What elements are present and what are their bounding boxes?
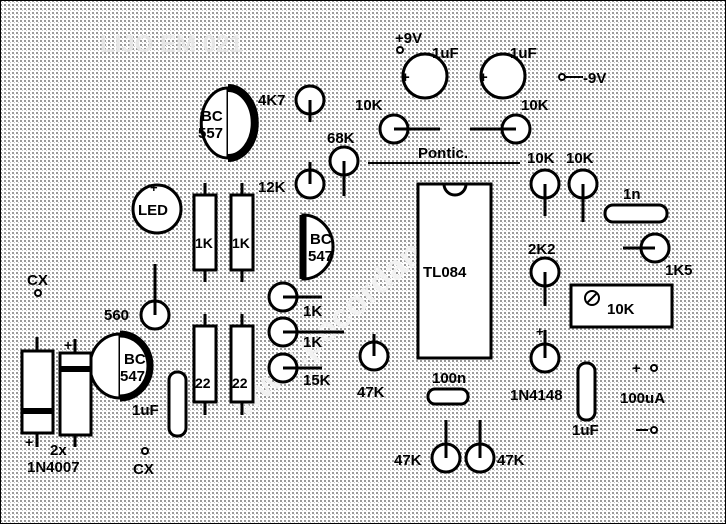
resistor-1k-b (229, 193, 255, 272)
svg-text:+: + (64, 337, 72, 353)
resistor-1k-a-label: 1K (195, 235, 213, 251)
transistor-bc547-a (301, 213, 335, 281)
minus-9v-label: -9V (583, 70, 606, 87)
resistor-10k-c-label: 10K (527, 150, 555, 167)
diode-1n4007-a (20, 349, 55, 435)
ic-tl084-label: TL084 (423, 264, 467, 281)
cap-100n (426, 387, 470, 406)
svg-text:+: + (401, 69, 410, 86)
diode-1n4007-label: 1N4007 (27, 459, 80, 476)
cap-1uf-right (479, 52, 527, 100)
resistor-2k2-label: 2K2 (528, 241, 556, 258)
resistor-4k7-label: 4K7 (258, 92, 286, 109)
bc557-label-1: BC (201, 108, 223, 125)
diode-count-label: 2x (50, 442, 67, 459)
svg-text:+: + (150, 180, 158, 195)
resistor-47k-c-label: 47K (497, 452, 525, 469)
cx-bottom-pad (141, 447, 149, 455)
meter-plus-pad (650, 364, 658, 372)
trimmer-10k-label: 10K (607, 301, 635, 318)
plus-9v-label: +9V (395, 30, 422, 47)
resistor-1k5-label: 1K5 (665, 262, 693, 279)
cx-top-label: CX (27, 272, 48, 289)
resistor-10k-d-label: 10K (566, 150, 594, 167)
resistor-10k-a-label: 10K (355, 97, 383, 114)
diode-1n4148-label: 1N4148 (510, 387, 563, 404)
cap-1uf-lower-label: 1uF (132, 402, 159, 419)
bc547a-label-2: 547 (308, 248, 333, 265)
meter-plus: + (632, 360, 641, 377)
ic-tl084 (416, 182, 493, 360)
resistor-12k-label: 12K (258, 179, 286, 196)
plus-9v-pad (396, 46, 404, 54)
bc547b-label-1: BC (124, 351, 146, 368)
meter-label: 100uA (620, 390, 665, 407)
cap-1n (603, 203, 669, 224)
resistor-560-label: 560 (104, 307, 129, 324)
cap-1uf-left-label: 1uF (432, 45, 459, 62)
led (131, 183, 183, 235)
minus-9v-pad (558, 73, 566, 81)
resistor-47k-b-label: 47K (394, 452, 422, 469)
svg-text:+: + (25, 434, 33, 450)
resistor-1k-h1-label: 1K (303, 303, 322, 320)
cap-1uf-lower (167, 370, 188, 438)
resistor-15k-label: 15K (303, 372, 331, 389)
svg-text:+: + (479, 69, 488, 86)
cx-top-pad (34, 289, 42, 297)
cap-1uf-right-label: 1uF (510, 45, 537, 62)
cap-100n-label: 100n (432, 370, 466, 387)
resistor-22-b-label: 22 (232, 375, 248, 391)
transistor-bc557 (199, 86, 230, 160)
bc547b-label-2: 547 (120, 368, 145, 385)
board-marking: LIJO EM 021 (100, 31, 243, 58)
resistor-22-a-label: 22 (195, 375, 211, 391)
bc557-label-2: 557 (198, 125, 223, 142)
resistor-1k-a (192, 193, 218, 272)
resistor-68k-label: 68K (327, 130, 355, 147)
meter-minus-pad (650, 426, 658, 434)
diode-1n4007-b (58, 351, 93, 437)
resistor-1k-b-label: 1K (232, 235, 250, 251)
cx-bottom-label: CX (133, 461, 154, 478)
svg-text:+: + (536, 324, 544, 339)
cap-1uf-bottom (576, 361, 597, 422)
pontic-label: Pontic. (418, 145, 468, 162)
cap-1n-label: 1n (623, 186, 641, 203)
cap-1uf-left (401, 52, 449, 100)
led-label: LED (138, 202, 168, 219)
resistor-10k-b-label: 10K (521, 97, 549, 114)
bc547a-label-1: BC (310, 231, 332, 248)
resistor-1k-h2-label: 1K (303, 334, 322, 351)
resistor-47k-a-label: 47K (357, 384, 385, 401)
cap-1uf-bottom-label: 1uF (572, 422, 599, 439)
